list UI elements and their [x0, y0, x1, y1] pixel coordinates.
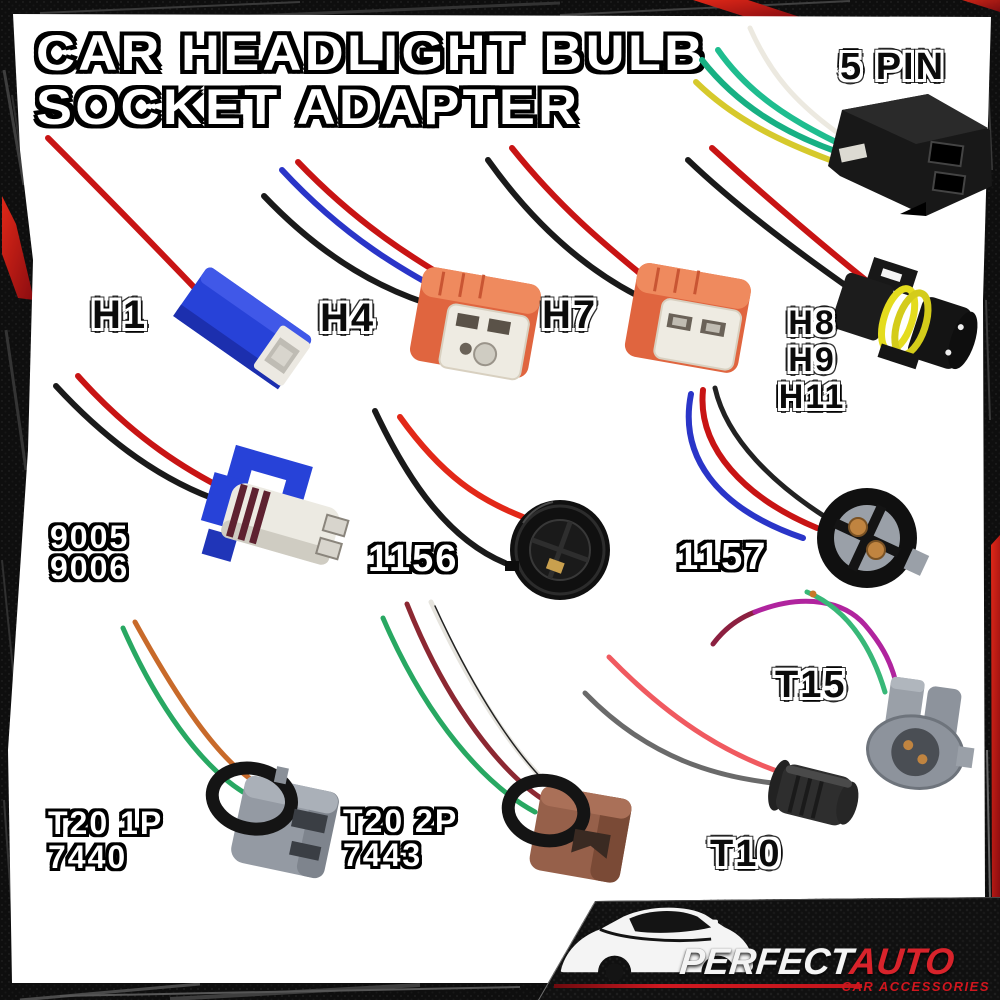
label-h8: H8	[788, 304, 836, 342]
brand-name: PERFECTAUTO	[677, 941, 957, 983]
label-h7: H7	[542, 293, 598, 337]
product-t15: T15	[695, 580, 1000, 810]
product-1157: 1157	[655, 380, 965, 600]
5-pin-relay-illustration	[693, 25, 992, 216]
label-t20-1p: T20 1P	[48, 805, 164, 841]
brand-underline	[554, 984, 862, 988]
t15-illustration	[710, 589, 975, 790]
title-line-1: CAR HEADLIGHT BULB	[36, 25, 707, 81]
page-title: CAR HEADLIGHT BULB SOCKET ADAPTER	[36, 26, 706, 134]
t20-1p-illustration	[120, 619, 339, 879]
brand-logo-band: PERFECTAUTO CAR ACCESSORIES	[538, 897, 1000, 1000]
label-t20-2p: T20 2P	[343, 803, 459, 839]
title-line-2: SOCKET ADAPTER	[36, 79, 581, 135]
product-h1: H1	[40, 130, 330, 400]
label-h9: H9	[788, 341, 836, 379]
label-t20-2p-7443: T20 2P 7443	[343, 804, 458, 872]
brand-name-primary: PERFECT	[677, 941, 853, 982]
h1-illustration	[45, 135, 312, 390]
label-t20-1p-7440: T20 1P 7440	[48, 806, 163, 874]
label-7440: 7440	[48, 839, 128, 875]
label-1157: 1157	[677, 536, 768, 578]
label-9006: 9006	[50, 550, 130, 586]
brand-tagline: CAR ACCESSORIES	[841, 979, 990, 994]
label-9005: 9005	[50, 519, 130, 555]
product-h7: H7	[470, 140, 760, 380]
1156-illustration	[372, 408, 610, 600]
product-h4: H4	[250, 150, 550, 381]
product-t20-1p-7440: T20 1P 7440	[40, 610, 360, 895]
h8-h9-h11-illustration	[685, 145, 978, 370]
label-h4: H4	[320, 296, 376, 340]
label-1156: 1156	[368, 538, 459, 580]
t10-illustration	[582, 654, 859, 826]
label-7443: 7443	[343, 837, 423, 873]
label-h8-h9-h11: H8 H9 H11	[757, 305, 867, 416]
label-9005-9006: 9005 9006	[50, 519, 130, 586]
product-9005-9006: 9005 9006	[40, 360, 360, 610]
1157-illustration	[685, 385, 930, 588]
product-t10: T10	[565, 635, 865, 895]
label-t15: T15	[775, 664, 847, 706]
label-t10: T10	[710, 833, 782, 875]
label-5-pin: 5 PIN	[840, 46, 946, 88]
h7-illustration	[485, 145, 751, 373]
car-silhouette-icon	[560, 907, 754, 982]
t20-2p-illustration	[380, 599, 632, 883]
9005-9006-illustration	[53, 373, 350, 565]
h4-illustration	[261, 159, 541, 381]
product-t20-2p-7443: T20 2P 7443	[335, 590, 632, 890]
product-1156: 1156	[355, 395, 625, 605]
brand-name-secondary: AUTO	[847, 941, 957, 982]
product-h8-h9-h11: H8 H9 H11	[660, 140, 1000, 430]
label-h11: H11	[778, 378, 846, 416]
label-h1: H1	[92, 293, 148, 337]
product-5-pin: 5 PIN	[690, 18, 1000, 218]
